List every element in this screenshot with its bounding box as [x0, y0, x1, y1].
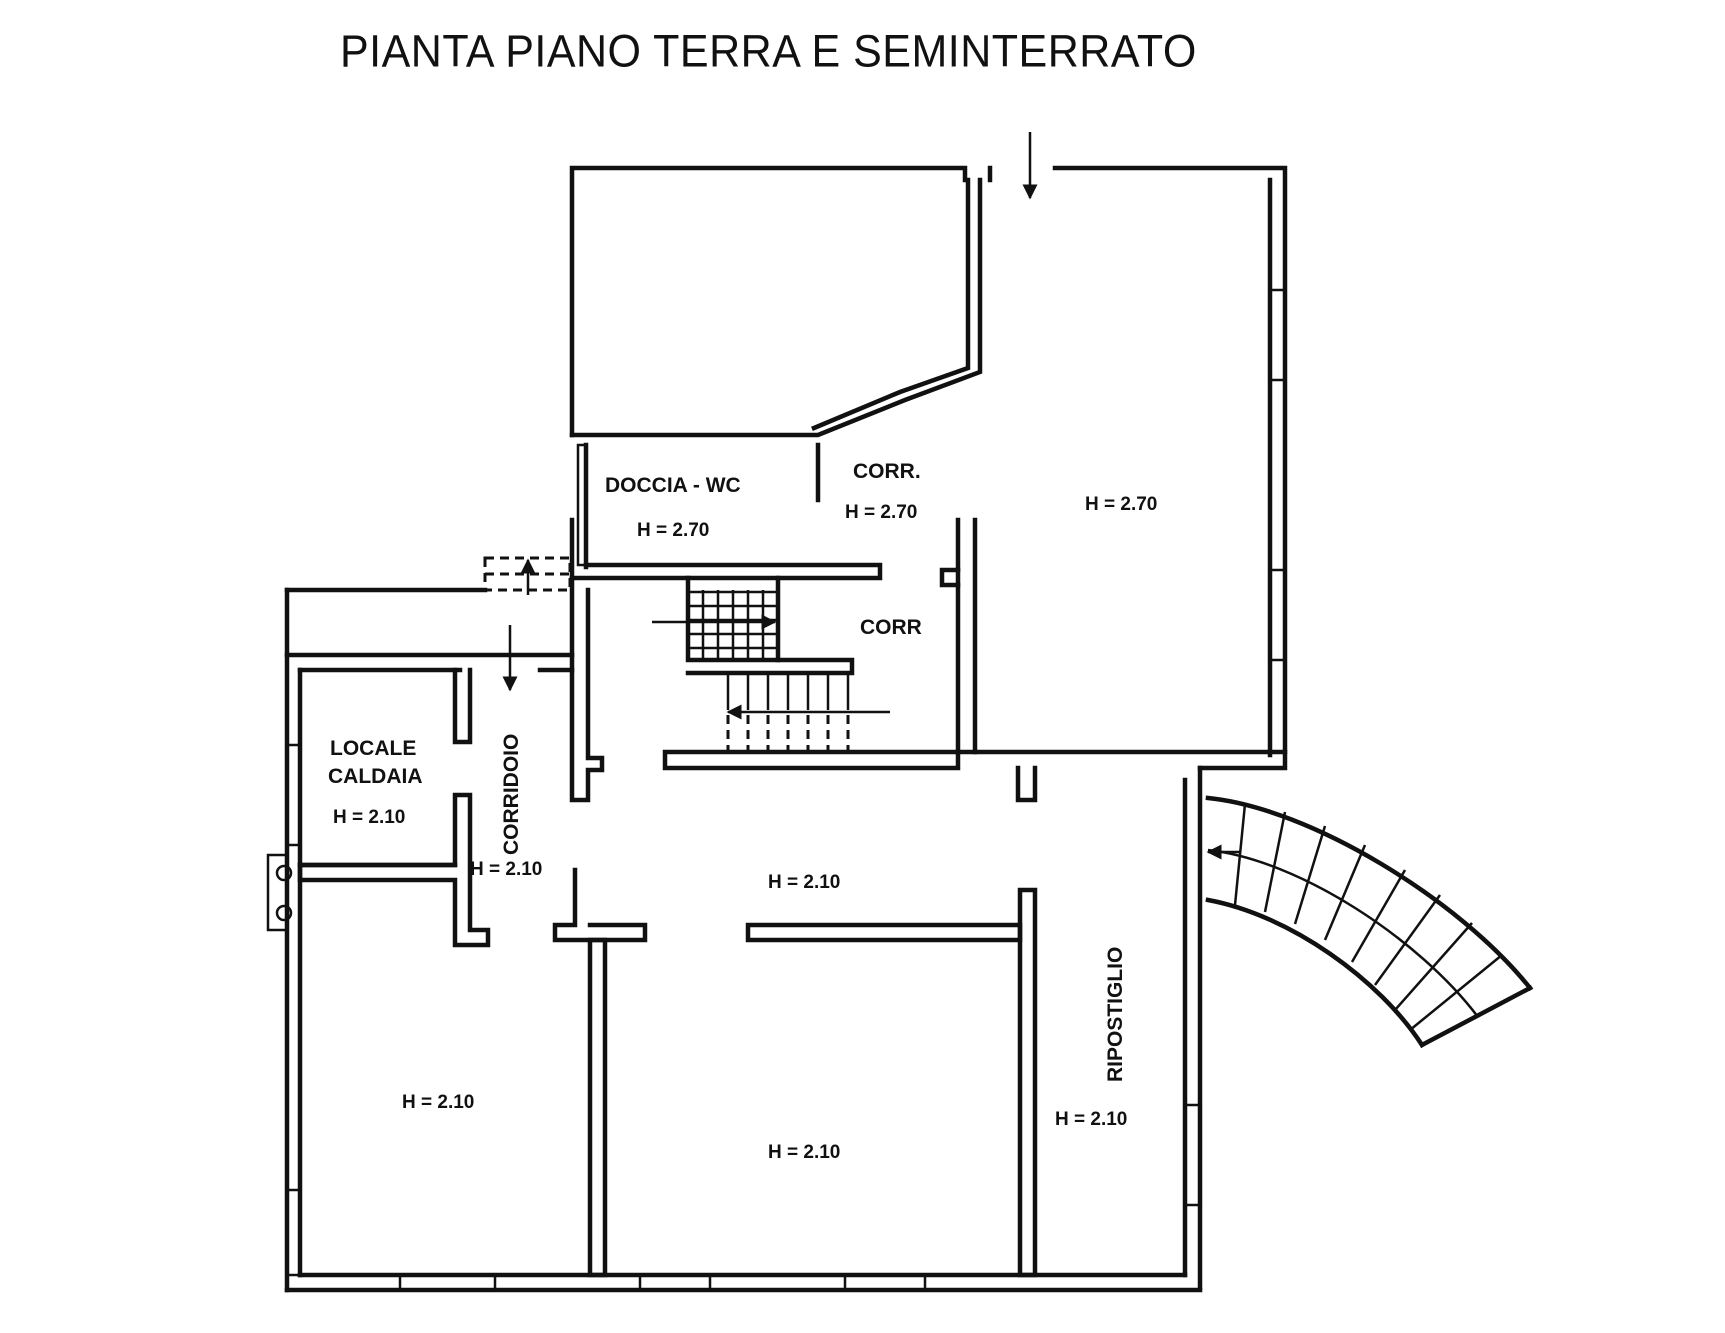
corr-upper-label: CORR.	[853, 460, 921, 483]
dashed-stair-annex	[483, 556, 572, 692]
doccia-wc-label: DOCCIA - WC	[605, 474, 741, 497]
ripostiglio-height: H = 2.10	[1055, 1109, 1127, 1130]
corr-stairs-label: CORR	[860, 616, 922, 639]
curved-exterior-stair	[1205, 795, 1534, 1049]
room-bottom-left-height: H = 2.10	[402, 1092, 474, 1113]
central-hall-height: H = 2.10	[768, 872, 840, 893]
stair-lower-flight	[726, 673, 890, 750]
ripostiglio-label: RIPOSTIGLIO	[1104, 947, 1127, 1082]
corridoio-height: H = 2.10	[470, 859, 542, 880]
stair-upper-flight	[652, 590, 778, 658]
doccia-wc-height: H = 2.70	[637, 520, 709, 541]
locale-caldaia-line2: CALDAIA	[328, 765, 423, 788]
locale-caldaia-line1: LOCALE	[330, 737, 416, 760]
locale-caldaia-height: H = 2.10	[333, 807, 405, 828]
plan-title: PIANTA PIANO TERRA E SEMINTERRATO	[340, 26, 1197, 78]
outer-walls	[284, 165, 1288, 1293]
big-room-right-height: H = 2.70	[1085, 494, 1157, 515]
windows	[266, 288, 1287, 1292]
corridoio-label: CORRIDOIO	[500, 734, 523, 855]
corr-upper-height: H = 2.70	[845, 502, 917, 523]
interior-walls	[297, 442, 1288, 1278]
room-labels: DOCCIA - WC H = 2.70 CORR. H = 2.70 H = …	[328, 460, 1157, 1163]
room-bottom-center-height: H = 2.10	[768, 1142, 840, 1163]
